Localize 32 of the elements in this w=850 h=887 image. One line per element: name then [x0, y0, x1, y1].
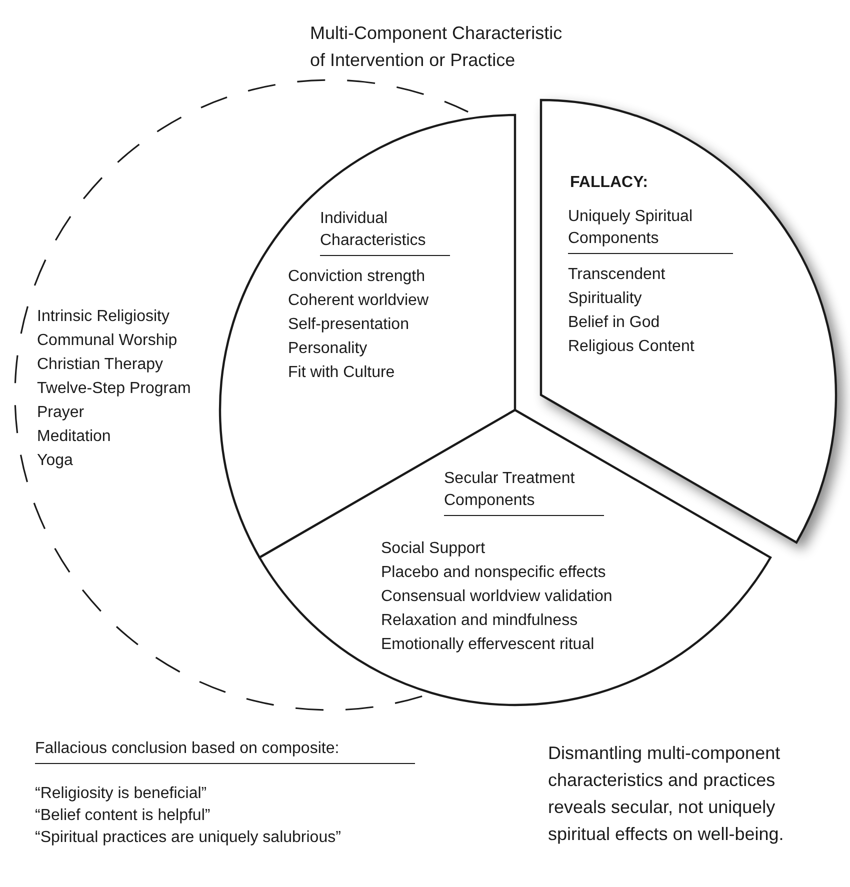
list-item: Prayer — [37, 403, 84, 423]
pie-wedge — [257, 408, 773, 708]
list-item: Intrinsic Religiosity — [37, 307, 170, 327]
list-item: Christian Therapy — [37, 355, 163, 375]
list-item: Religious Content — [568, 337, 694, 357]
quote-text: “Religiosity is beneficial” — [35, 784, 207, 804]
section-heading: Secular Treatment Components — [444, 468, 604, 516]
conclusion-heading: Fallacious conclusion based on composite: — [35, 738, 415, 764]
fallacy-label: FALLACY: — [570, 173, 648, 193]
list-item: Emotionally effervescent ritual — [381, 635, 594, 655]
list-item: Coherent worldview — [288, 291, 429, 311]
list-item: Consensual worldview validation — [381, 587, 612, 607]
section-heading: Individual Characteristics — [320, 208, 450, 256]
list-item: Conviction strength — [288, 267, 425, 287]
title: Multi-Component Characteristic of Intervention or Practice — [310, 22, 564, 72]
list-item: Spirituality — [568, 289, 642, 309]
list-item: Self-presentation — [288, 315, 409, 335]
list-item: Social Support — [381, 539, 486, 559]
list-item: Personality — [288, 339, 368, 359]
list-item: Twelve-Step Program — [37, 379, 191, 399]
list-item: Fit with Culture — [288, 363, 395, 383]
list-item: Yoga — [37, 451, 73, 471]
list-item: Communal Worship — [37, 331, 178, 351]
section-heading: Uniquely Spiritual Components — [568, 206, 733, 254]
quote-text: “Spiritual practices are uniquely salubrious” — [35, 828, 341, 848]
list-item: Meditation — [37, 427, 111, 447]
list-item: Placebo and nonspecific effects — [381, 563, 606, 583]
list-item: Belief in God — [568, 313, 660, 333]
quote-text: “Belief content is helpful” — [35, 806, 210, 826]
list-item: Transcendent — [568, 265, 666, 285]
list-item: Relaxation and mindfulness — [381, 611, 578, 631]
conclusion-note: Dismantling multi-component characteristics and practices reveals secular, not uniquely spiritual effects on well-being. — [548, 742, 785, 846]
